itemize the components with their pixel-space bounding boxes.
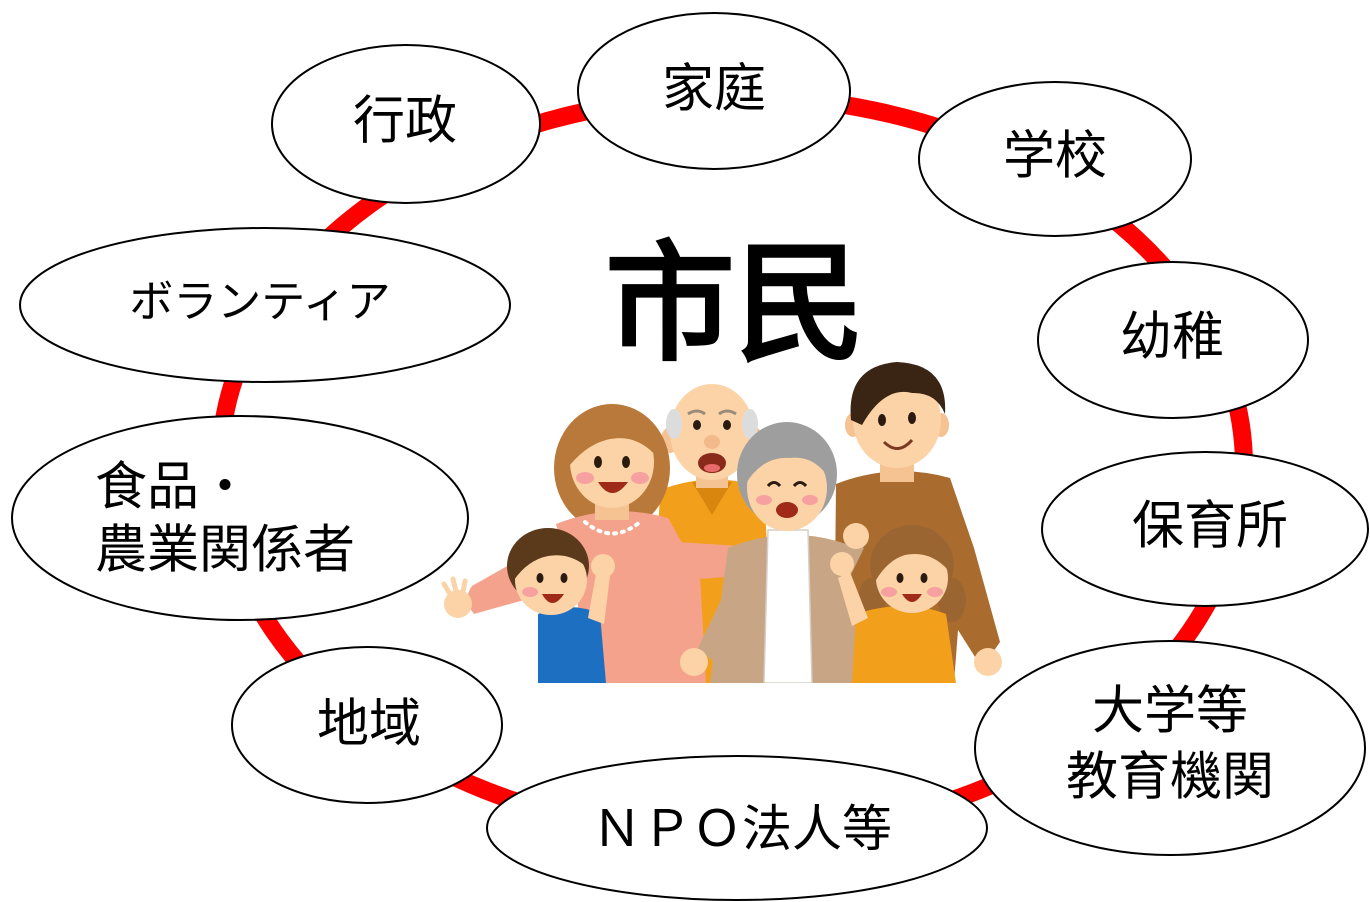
node-label: ボランティア <box>129 278 390 327</box>
node-label: 保育所 <box>1132 499 1288 556</box>
grandma-blouse <box>763 529 813 683</box>
grandma-hand-left <box>843 523 869 549</box>
mother-fingers <box>441 576 468 597</box>
girl-bangs <box>876 530 948 580</box>
grandma-eyes <box>766 481 808 488</box>
mother-eye-left <box>594 456 602 468</box>
boy-hand <box>591 554 615 578</box>
node-ellipse <box>19 227 511 383</box>
node-label: 家庭 <box>662 62 766 119</box>
node-ellipse <box>271 44 541 204</box>
node-label: 行政 <box>353 94 457 151</box>
node-ellipse <box>231 646 503 804</box>
node-gakko: 学校 <box>918 81 1192 237</box>
grandma-hair-top <box>745 438 830 485</box>
boy-cheek <box>522 587 538 597</box>
grandpa-nose <box>704 435 720 449</box>
boy <box>507 528 615 683</box>
mother-mouth <box>598 482 628 493</box>
node-hoikusho: 保育所 <box>1041 451 1369 607</box>
boy-mouth <box>542 594 564 603</box>
node-ellipse <box>974 640 1366 856</box>
node-ellipse <box>486 755 988 901</box>
boy-shirt <box>538 607 606 683</box>
node-label: 幼稚 <box>1120 310 1224 367</box>
girl-hand <box>830 552 854 576</box>
girl-eye-right <box>920 573 928 583</box>
grandpa-eyebrows <box>687 409 737 416</box>
mother-necklace <box>583 520 642 536</box>
node-ellipse <box>11 415 469 621</box>
boy-eye-left <box>536 573 544 583</box>
node-chiiki: 地域 <box>231 646 503 804</box>
node-label: 地域 <box>317 697 421 754</box>
grandma-face <box>747 445 827 531</box>
grandpa-tongue <box>704 464 720 472</box>
node-katei: 家庭 <box>577 12 851 170</box>
grandma-mouth <box>776 502 798 518</box>
node-ellipse <box>918 81 1192 237</box>
node-daigaku: 大学等 教育機関 <box>974 640 1366 856</box>
grandpa-eye-left <box>693 420 701 430</box>
grandma-cheek-right <box>802 495 818 505</box>
node-label: ＮＰＯ法人等 <box>592 801 892 857</box>
boy-eye-right <box>560 573 568 583</box>
family-illustration <box>441 362 1002 683</box>
grandpa-hair-left <box>666 409 682 439</box>
girl-shirt <box>852 606 956 683</box>
father-eye-left <box>878 414 886 426</box>
node-label-line-2: 教育機関 <box>1066 750 1274 807</box>
node-npo: ＮＰＯ法人等 <box>486 755 988 901</box>
father-hand <box>974 648 1002 676</box>
mother-cheek-right <box>631 472 649 484</box>
node-shokuhin: 食品・ 農業関係者 <box>11 415 469 621</box>
node-label-line-1: 食品・ <box>95 460 251 517</box>
node-label: 学校 <box>1003 129 1107 186</box>
node-ellipse <box>1041 451 1369 607</box>
node-label-line-1: 大学等 <box>1092 684 1248 741</box>
grandpa-face <box>670 384 754 480</box>
grandpa-eye-right <box>723 420 731 430</box>
girl-cheek-right <box>927 587 943 597</box>
node-ellipse <box>1037 261 1309 419</box>
mother-bangs <box>566 406 659 470</box>
node-label-line-2: 農業関係者 <box>95 523 355 580</box>
father-hair <box>850 362 946 425</box>
mother-eye-right <box>622 456 630 468</box>
boy-arm <box>588 574 610 624</box>
grandpa-collar <box>692 482 732 515</box>
boy-bangs <box>514 532 588 580</box>
mother-hand <box>444 590 472 618</box>
father-eye-right <box>908 412 916 424</box>
node-borantia: ボランティア <box>19 227 511 383</box>
grandma-arm-right <box>698 565 756 662</box>
boy-face <box>515 545 587 615</box>
node-ellipse <box>577 12 851 170</box>
mother-cheek-left <box>576 472 594 484</box>
girl-eye-left <box>896 573 904 583</box>
grandma <box>680 422 869 683</box>
center-label: 市民 <box>605 228 865 380</box>
grandpa-hair-right <box>742 409 758 439</box>
node-gyosei: 行政 <box>271 44 541 204</box>
girl-arm <box>838 572 868 626</box>
girl-mouth <box>902 594 922 602</box>
girl-cheek-left <box>881 587 897 597</box>
grandma-cheek-left <box>756 495 772 505</box>
node-yochi: 幼稚 <box>1037 261 1309 419</box>
father-mouth <box>882 438 914 450</box>
grandma-hand-right <box>680 648 708 676</box>
girl <box>830 525 966 683</box>
